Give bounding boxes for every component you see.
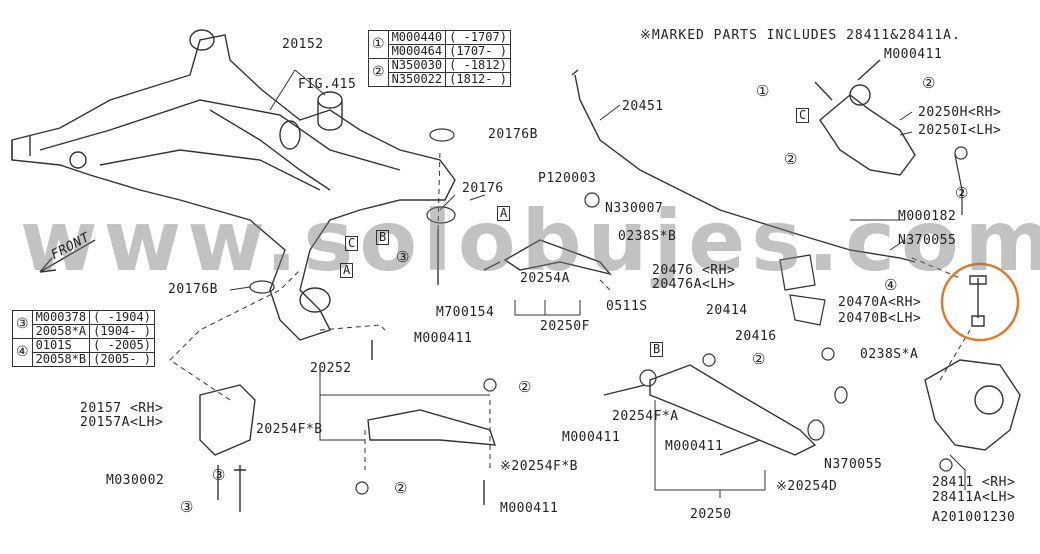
part-label: 20176 [462,181,504,196]
part-label: 20416 [735,329,777,344]
table-cell: N350030 [387,58,447,73]
callout-1-icon: ① [368,30,389,59]
part-label: M000411 [884,47,943,62]
part-label: 28411 <RH> [932,475,1016,490]
watermark: www.solobujes.com [20,192,1040,290]
part-label: 20254A [520,271,570,286]
callout-4-icon: ④ [884,276,898,294]
ref-box-b: B [376,230,390,245]
part-label: 20254F*A [612,409,679,424]
part-label: 20470B<LH> [838,311,922,326]
callout-2-icon: ② [368,58,389,87]
callout-2-icon: ② [955,184,969,202]
callout-3-icon: ③ [12,310,33,339]
callout-3-icon: ③ [396,248,410,266]
part-label: ※20254D [776,479,838,494]
part-label: M000182 [898,209,957,224]
header-note: ※MARKED PARTS INCLUDES 28411&28411A. [640,28,961,43]
diagram-code: A201001230 [932,510,1016,525]
part-label: N370055 [824,457,883,472]
ref-box-b: B [650,342,664,357]
part-label: 0238S*A [860,347,919,362]
ref-box-c: C [345,236,359,251]
part-label: 20157 <RH> [80,401,164,416]
part-label: 20176B [168,282,218,297]
table-cell: ( -2005) [89,338,155,353]
part-label: 20451 [622,99,664,114]
callout-2-icon: ② [394,479,408,497]
part-label: ※20254F*B [500,459,579,474]
part-label: 20476 <RH> [652,263,736,278]
part-label: M700154 [436,305,495,320]
part-label: 20414 [706,303,748,318]
table-cell: M000378 [31,310,91,325]
ref-box-c: C [796,108,810,123]
callout-1-icon: ① [756,82,770,100]
table-cell: 0101S [31,338,91,353]
table-cell: (1812- ) [445,72,511,87]
part-label: 20470A<RH> [838,295,922,310]
table-cell: 20058*B [31,352,91,367]
table-cell: (2005- ) [89,352,155,367]
part-label: N370055 [898,233,957,248]
part-label: 20250I<LH> [918,123,1002,138]
part-label: 20252 [310,361,352,376]
part-label: 20157A<LH> [80,415,164,430]
table-cell: ( -1812) [445,58,511,73]
ref-box-a: A [340,263,354,278]
callout-2-icon: ② [784,150,798,168]
part-label: M030002 [106,473,165,488]
part-label: 20250H<RH> [918,105,1002,120]
callout-3-icon: ③ [212,466,226,484]
part-label: 28411A<LH> [932,490,1016,505]
part-label: 0511S [606,299,648,314]
table-cell: ( -1707) [445,30,511,45]
part-label: N330007 [605,201,664,216]
part-label: FIG.415 [298,77,357,92]
callout-2-icon: ② [518,378,532,396]
ref-box-a: A [497,206,511,221]
table-cell: (1707- ) [445,44,511,59]
table-cell: N350022 [387,72,447,87]
callout-3-icon: ③ [180,498,194,516]
callout-2-icon: ② [752,350,766,368]
stabilizer-bar [574,74,916,263]
highlight-circle [940,262,1020,342]
part-label: 20152 [282,37,324,52]
table-cell: M000440 [387,30,447,45]
callout-2-icon: ② [922,74,936,92]
part-label: 0238S*B [618,229,677,244]
part-label: 20250F [540,319,590,334]
table-cell: (1904- ) [89,324,155,339]
rear-subframe [11,29,456,341]
part-label: 20254F*B [256,422,323,437]
part-label: M000411 [665,439,724,454]
part-label: 20250 [690,507,732,522]
stabilizer-link [969,275,987,327]
part-label: P120003 [538,171,597,186]
part-label: M000411 [414,331,473,346]
part-label: 20476A<LH> [652,277,736,292]
table-cell: M000464 [387,44,447,59]
part-label: M000411 [562,430,621,445]
table-cell: 20058*A [31,324,91,339]
callout-4-icon: ④ [12,338,33,367]
part-label: M000411 [500,501,559,516]
part-label: 20176B [488,127,538,142]
table-cell: ( -1904) [89,310,155,325]
